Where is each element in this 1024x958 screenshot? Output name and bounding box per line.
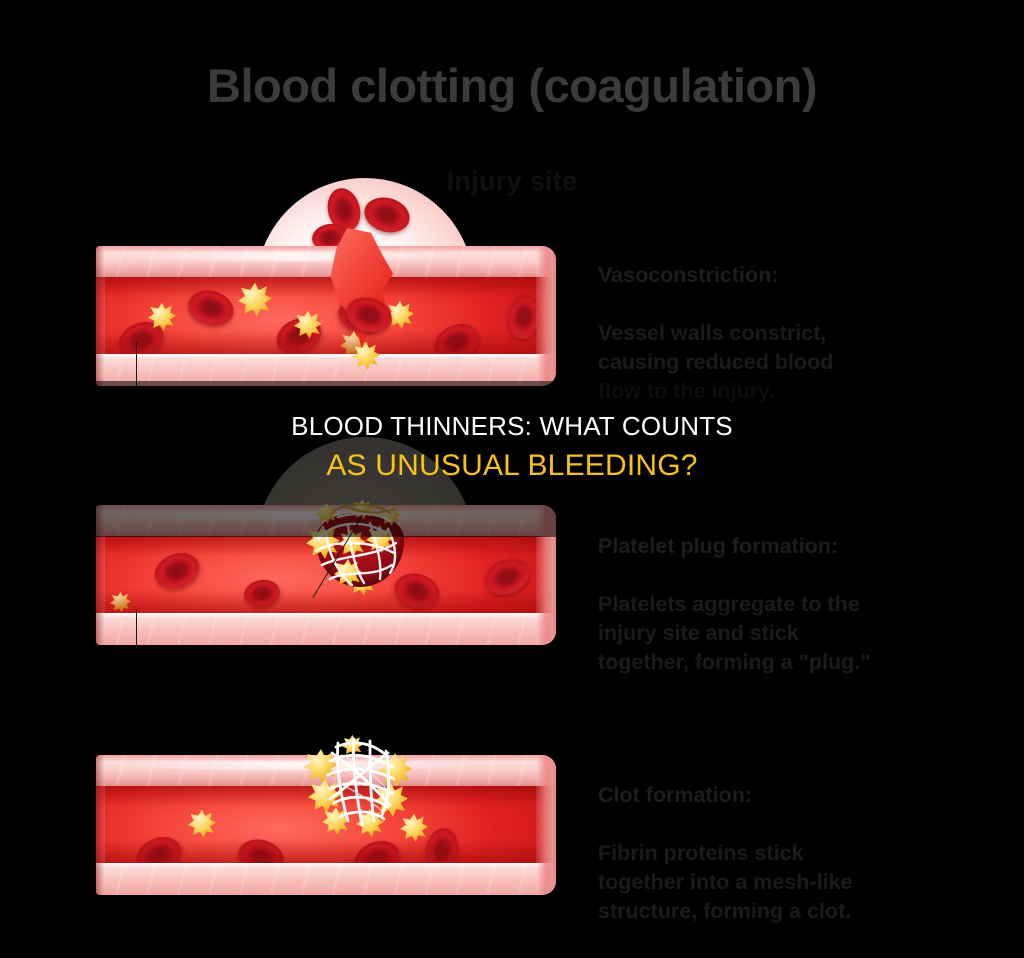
leader-line bbox=[136, 342, 137, 386]
platelet bbox=[294, 310, 322, 339]
red-blood-cell bbox=[241, 576, 283, 610]
vessel-cut-face-left bbox=[96, 246, 105, 386]
red-blood-cell bbox=[149, 546, 205, 596]
step-2-body: Platelets aggregate to the injury site a… bbox=[598, 592, 871, 674]
injury-site-label: Injury site bbox=[446, 166, 578, 196]
vessel-cut-face-left bbox=[96, 505, 105, 645]
wall-striation-texture bbox=[96, 246, 556, 277]
step-3-caption: Clot formation: Fibrin proteins stick to… bbox=[598, 752, 998, 926]
wall-striation-texture bbox=[96, 862, 556, 895]
vessel-cap-right bbox=[536, 755, 556, 895]
step-3-heading: Clot formation: bbox=[598, 783, 753, 807]
wall-striation-texture bbox=[96, 612, 556, 645]
vessel-illustration-step-2 bbox=[96, 437, 556, 649]
overlay-caption-line-1: BLOOD THINNERS: WHAT COUNTS bbox=[291, 411, 733, 441]
overlay-caption-line-2: AS UNUSUAL BLEEDING? bbox=[326, 449, 698, 482]
step-1-heading: Vasoconstriction: bbox=[598, 263, 779, 287]
red-blood-cell bbox=[184, 285, 238, 331]
platelet bbox=[238, 282, 272, 317]
step-3-body: Fibrin proteins stick together into a me… bbox=[598, 841, 853, 923]
red-blood-cell bbox=[429, 317, 485, 354]
fibrin-mesh bbox=[326, 737, 396, 827]
vessel-cap-right bbox=[536, 246, 556, 386]
red-blood-cell bbox=[349, 834, 405, 863]
wall-striation-texture bbox=[96, 353, 556, 386]
red-blood-cell bbox=[131, 830, 187, 863]
fibrin-clot bbox=[304, 733, 414, 837]
vessel-wall-bottom bbox=[96, 612, 556, 645]
platelet bbox=[188, 809, 216, 838]
step-2-caption: Platelet plug formation: Platelets aggre… bbox=[598, 503, 998, 677]
vessel-lumen bbox=[96, 276, 556, 354]
page-title: Blood clotting (coagulation) bbox=[207, 59, 817, 112]
vessel-lumen bbox=[96, 785, 556, 863]
red-blood-cell bbox=[479, 552, 535, 602]
step-1-caption: Vasoconstriction: Vessel walls constrict… bbox=[598, 232, 998, 406]
specular-highlight bbox=[109, 760, 478, 771]
vessel-wall-bottom bbox=[96, 862, 556, 895]
vessel-wall-bottom bbox=[96, 353, 556, 386]
leader-line bbox=[136, 609, 137, 649]
vessel-cut-face-left bbox=[96, 755, 105, 895]
specular-highlight bbox=[109, 251, 478, 262]
step-1-body: Vessel walls constrict, causing reduced … bbox=[598, 321, 834, 403]
red-blood-cell bbox=[422, 825, 462, 863]
vessel-wall-top bbox=[96, 246, 556, 277]
step-2-heading: Platelet plug formation: bbox=[598, 534, 839, 558]
vessel-illustration-step-1 bbox=[96, 178, 556, 386]
red-blood-cell bbox=[234, 834, 288, 863]
platelet bbox=[110, 591, 131, 613]
overlay-caption: BLOOD THINNERS: WHAT COUNTS AS UNUSUAL B… bbox=[0, 408, 1024, 488]
vessel-cap-right bbox=[536, 505, 556, 645]
vessel-illustration-step-3 bbox=[96, 735, 556, 895]
vessel-tube bbox=[96, 246, 556, 386]
